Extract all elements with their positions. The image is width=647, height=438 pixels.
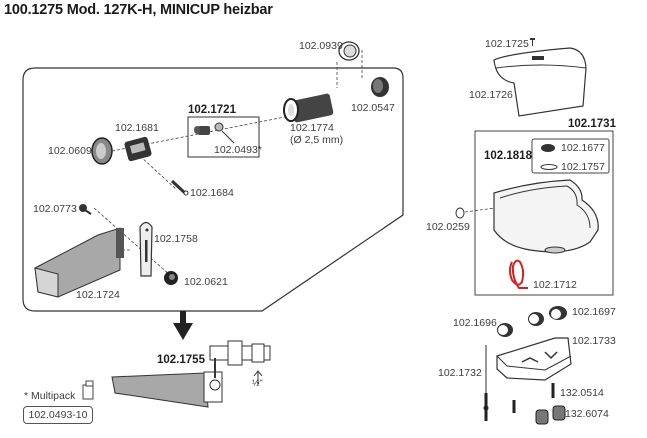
nut-icon	[371, 77, 389, 97]
group-box-1818	[531, 138, 610, 174]
small-nut-icon	[164, 271, 178, 285]
part-label-1732: 102.1732	[438, 367, 482, 379]
assembly-panel-frame	[22, 67, 404, 312]
part-label-1726: 102.1726	[469, 89, 513, 101]
part-label-1725: 102.1725	[485, 38, 529, 50]
multipack-label: * Multipack	[24, 390, 76, 402]
heater-wire-icon	[509, 259, 528, 289]
bushing-6074-icon	[535, 405, 566, 425]
part-label-0621: 102.0621	[184, 276, 228, 288]
multipack-bag-icon	[82, 380, 94, 400]
part-label-0514: 132.0514	[560, 387, 604, 399]
cap-icon	[541, 144, 555, 152]
bracket-icon	[139, 221, 153, 277]
part-label-1712: 102.1712	[533, 279, 577, 291]
group-label-1731: 102.1731	[568, 118, 616, 130]
o-ring-icon	[540, 164, 558, 170]
clamp-1697-icon	[528, 306, 567, 326]
float-valve-assembly-icon	[111, 340, 271, 408]
sleeve-icon	[124, 136, 152, 162]
threaded-fitting-icon	[283, 93, 334, 123]
heating-rod-icon	[483, 345, 489, 421]
part-label-1733: 102.1733	[572, 335, 616, 347]
part-label-1697: 102.1697	[572, 306, 616, 318]
float-body-icon	[34, 227, 124, 298]
part-label-1684: 102.1684	[190, 187, 234, 199]
part-label-1757: 102.1757	[561, 161, 605, 173]
group-label-1818: 102.1818	[484, 150, 532, 162]
group-box-1731	[474, 130, 614, 296]
page-title: 100.1275 Mod. 127K-H, MINICUP heizbar	[4, 2, 273, 18]
group-box-1721	[187, 116, 260, 158]
drinking-bowl-icon	[493, 179, 599, 254]
part-label-1724: 102.1724	[76, 289, 120, 301]
group-label-1755: 102.1755	[157, 354, 205, 366]
part-label-0939: 102.0939	[299, 40, 343, 52]
part-label-0547: 102.0547	[351, 102, 395, 114]
part-label-0259: 102.0259	[426, 221, 470, 233]
valve-insert-icon	[194, 122, 235, 144]
thread-size-label: ½"	[252, 378, 263, 388]
plug-icon	[455, 207, 465, 219]
screw-icon	[79, 204, 92, 215]
hex-nut-icon	[91, 137, 113, 165]
clamp-1696-icon	[497, 323, 513, 337]
part-label-0609: 102.0609	[48, 145, 92, 157]
part-label-1677: 102.1677	[561, 142, 605, 154]
arrow-down-icon	[173, 311, 193, 340]
mounting-plate-icon	[496, 337, 572, 381]
part-label-1774-note: (Ø 2,5 mm)	[290, 134, 344, 146]
part-label-1696: 102.1696	[453, 317, 497, 329]
part-label-1774: 102.1774	[290, 122, 334, 134]
part-label-0773: 102.0773	[33, 203, 77, 215]
group-label-1721: 102.1721	[188, 104, 236, 116]
multipack-code: 102.0493-10	[23, 406, 93, 424]
part-label-0493: 102.0493*	[214, 144, 262, 156]
cover-icon	[493, 38, 587, 117]
part-label-6074: 132.6074	[565, 408, 609, 420]
part-label-1758: 102.1758	[154, 233, 198, 245]
part-label-1681: 102.1681	[115, 122, 159, 134]
pin-icon	[170, 179, 187, 195]
washer-icon	[338, 41, 360, 61]
